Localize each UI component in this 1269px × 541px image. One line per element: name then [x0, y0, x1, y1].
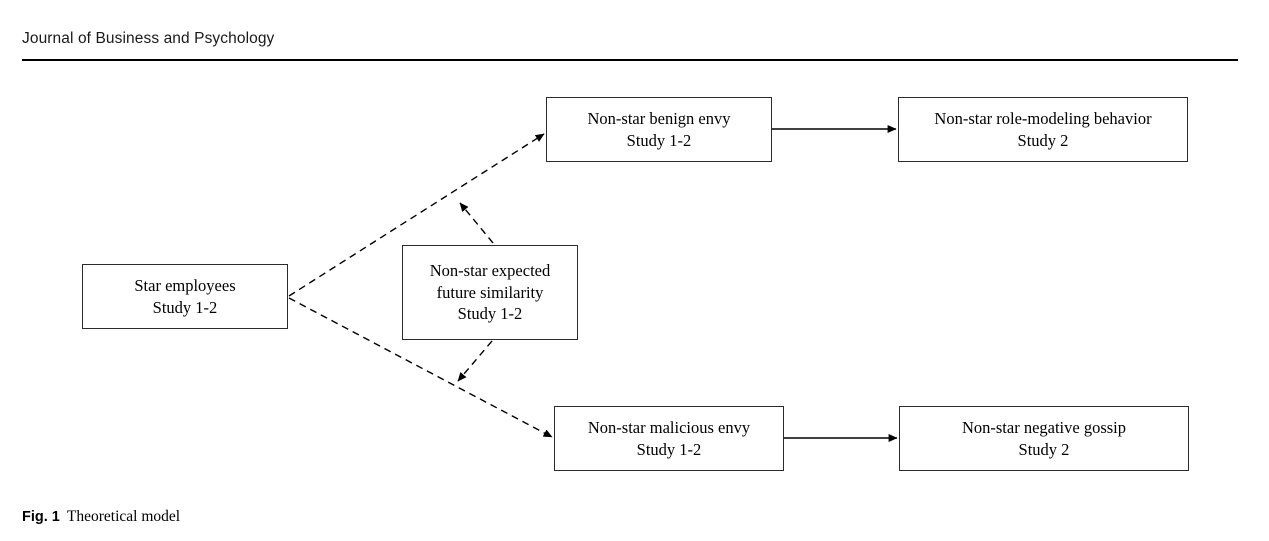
node-non-star-negative-gossip: Non-star negative gossip Study 2	[899, 406, 1189, 471]
node-non-star-expected-future-similarity-line2: future similarity	[436, 282, 544, 302]
figure-caption-text: Theoretical model	[66, 508, 181, 525]
header-divider	[22, 59, 1238, 61]
node-non-star-malicious-envy: Non-star malicious envy Study 1-2	[554, 406, 784, 471]
edge-similarity-moderates-malicious-path	[457, 340, 493, 382]
node-non-star-benign-envy-line2: Study 1-2	[626, 130, 692, 150]
node-non-star-negative-gossip-line1: Non-star negative gossip	[961, 418, 1127, 438]
node-non-star-negative-gossip-line2: Study 2	[1018, 439, 1070, 459]
node-non-star-benign-envy: Non-star benign envy Study 1-2	[546, 97, 772, 162]
node-non-star-expected-future-similarity: Non-star expected future similarity Stud…	[402, 245, 578, 340]
node-star-employees: Star employees Study 1-2	[82, 264, 288, 329]
node-non-star-expected-future-similarity-line3: Study 1-2	[457, 304, 523, 324]
node-non-star-malicious-envy-line1: Non-star malicious envy	[587, 418, 751, 438]
node-non-star-role-modeling-behavior-line1: Non-star role-modeling behavior	[934, 109, 1152, 129]
node-non-star-role-modeling-behavior-line2: Study 2	[1017, 130, 1069, 150]
edge-similarity-moderates-benign-path	[459, 202, 494, 244]
figure-caption-label: Fig. 1	[22, 509, 60, 525]
node-non-star-role-modeling-behavior: Non-star role-modeling behavior Study 2	[898, 97, 1188, 162]
journal-running-head: Journal of Business and Psychology	[22, 30, 275, 47]
node-star-employees-line1: Star employees	[134, 276, 236, 296]
figure-caption: Fig. 1 Theoretical model	[22, 508, 180, 526]
node-non-star-expected-future-similarity-line1: Non-star expected	[429, 261, 551, 281]
node-non-star-malicious-envy-line2: Study 1-2	[636, 439, 702, 459]
node-non-star-benign-envy-line1: Non-star benign envy	[587, 109, 731, 129]
node-star-employees-line2: Study 1-2	[152, 297, 218, 317]
